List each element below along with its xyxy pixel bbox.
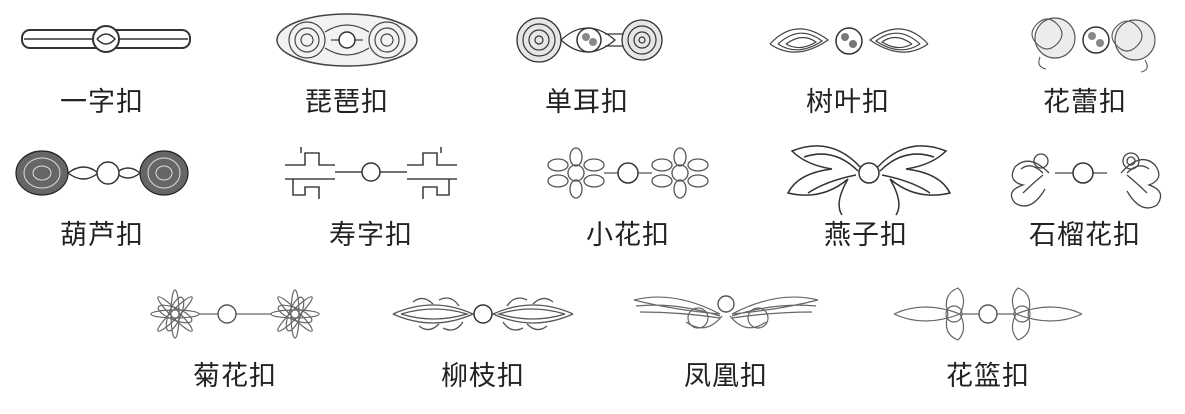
small-flower-button-icon: [547, 147, 709, 199]
yizi-button-icon: [21, 25, 191, 53]
willow-branch-button-icon: [392, 297, 574, 331]
chrysanthemum-button-icon: [150, 289, 320, 339]
button-label: 菊花扣: [193, 361, 277, 392]
button-label: 花蕾扣: [1043, 87, 1127, 118]
phoenix-button-icon: [633, 295, 819, 329]
swallow-button-icon: [786, 145, 952, 216]
button-item-11: 菊花扣: [135, 276, 335, 408]
pomegranate-flower-button-icon: [1010, 152, 1162, 209]
button-item-9: 燕子扣: [766, 135, 966, 267]
button-label: 石榴花扣: [1029, 220, 1141, 251]
flower-basket-button-icon: [893, 287, 1083, 341]
button-item-6: 葫芦扣: [2, 135, 202, 267]
pipa-button-icon: [276, 13, 418, 67]
button-label: 树叶扣: [806, 87, 890, 118]
leaf-button-icon: [769, 27, 929, 55]
button-item-5: 花蕾扣: [985, 2, 1185, 134]
button-item-14: 花篮扣: [888, 276, 1088, 408]
button-label: 凤凰扣: [684, 361, 768, 392]
button-label: 小花扣: [586, 220, 670, 251]
button-item-4: 树叶扣: [748, 2, 948, 134]
button-item-8: 小花扣: [528, 135, 728, 267]
button-label: 柳枝扣: [441, 361, 525, 392]
button-item-1: 一字扣: [2, 2, 202, 134]
button-label: 一字扣: [60, 87, 144, 118]
button-item-2: 琵琶扣: [247, 2, 447, 134]
button-item-3: 单耳扣: [487, 2, 687, 134]
button-item-10: 石榴花扣: [985, 135, 1185, 267]
gourd-button-icon: [15, 150, 189, 196]
flower-bud-button-icon: [1031, 17, 1156, 73]
button-item-7: 寿字扣: [271, 135, 471, 267]
single-ear-button-icon: [516, 17, 663, 63]
button-label: 葫芦扣: [60, 220, 144, 251]
button-label: 琵琶扣: [305, 87, 389, 118]
button-item-13: 凤凰扣: [626, 276, 826, 408]
button-item-12: 柳枝扣: [383, 276, 583, 408]
button-label: 单耳扣: [545, 87, 629, 118]
button-label: 寿字扣: [329, 220, 413, 251]
shou-character-button-icon: [285, 147, 457, 199]
button-label: 燕子扣: [824, 220, 908, 251]
button-label: 花篮扣: [946, 361, 1030, 392]
